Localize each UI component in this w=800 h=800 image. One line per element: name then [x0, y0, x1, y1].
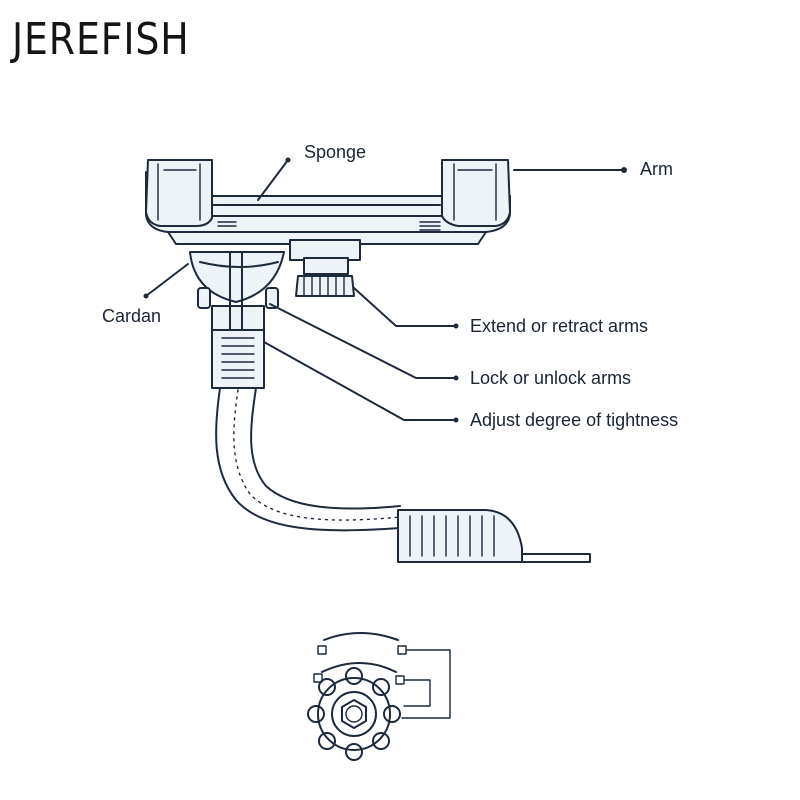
knob-top-view [307, 632, 451, 761]
gear-wheel [307, 667, 401, 761]
label-sponge: Sponge [304, 142, 366, 162]
callout-extend: Extend or retract arms [353, 287, 648, 336]
tightness-knob [289, 239, 361, 297]
callout-adjust: Adjust degree of tightness [263, 341, 678, 430]
callout-cardan: Cardan [102, 263, 189, 326]
brand-logo: JEREFISH [12, 14, 190, 65]
gooseneck-hose [215, 387, 401, 532]
callout-sponge: Sponge [257, 142, 366, 201]
label-cardan: Cardan [102, 306, 161, 326]
callout-arm: Arm [513, 159, 673, 179]
label-extend: Extend or retract arms [470, 316, 648, 336]
holder-cradle [145, 171, 511, 245]
end-clamp [397, 509, 591, 563]
cardan-joint [189, 251, 285, 309]
label-adjust: Adjust degree of tightness [470, 410, 678, 430]
right-arm [441, 159, 511, 227]
callout-lock: Lock or unlock arms [269, 303, 631, 388]
label-lock: Lock or unlock arms [470, 368, 631, 388]
label-arm: Arm [640, 159, 673, 179]
left-arm [145, 159, 213, 227]
stem-collar [211, 251, 265, 389]
